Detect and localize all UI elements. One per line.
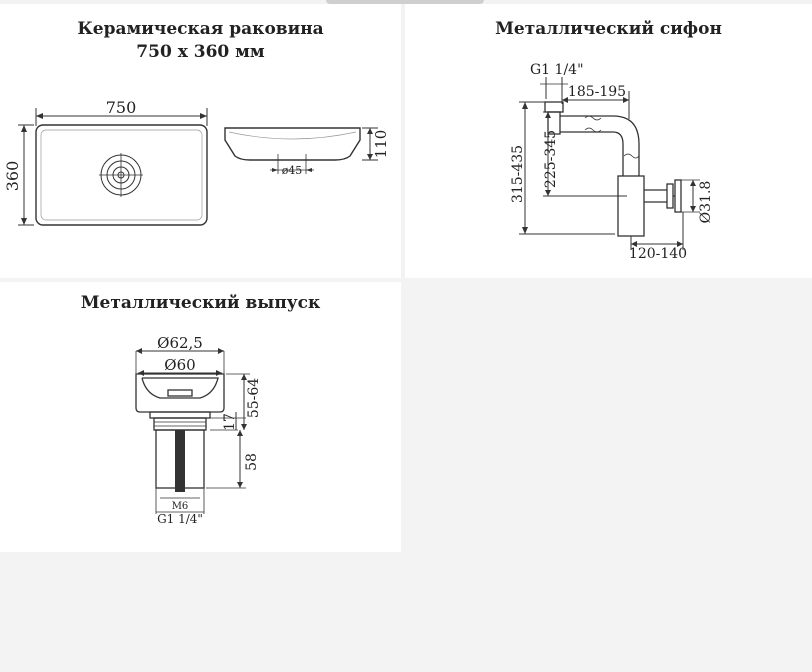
siphon-inner-height-label: 225-345 (543, 130, 559, 188)
siphon-drawing: G1 1/4" 185-195 315-435 225-345 (510, 62, 714, 262)
drain-panel: Металлический выпуск Ø62,5 Ø60 (0, 282, 401, 552)
drain-total-label: 55-64 (246, 378, 262, 418)
drain-thread-label: G1 1/4" (157, 512, 203, 526)
sink-drain-hole (99, 153, 143, 197)
drain-outer-label: Ø62,5 (157, 334, 203, 352)
drain-body-label: 58 (244, 453, 260, 471)
siphon-offset-label: 120-140 (629, 246, 687, 262)
siphon-thread-label: G1 1/4" (530, 62, 584, 78)
sink-top-view (35, 124, 208, 226)
siphon-pipe (544, 101, 682, 237)
sink-height-label: 360 (3, 161, 22, 192)
sink-panel: Керамическая раковина 750 x 360 мм 750 3… (0, 4, 401, 278)
siphon-outlet-label: Ø31.8 (698, 181, 714, 224)
sink-title: Керамическая раковина (77, 19, 324, 39)
sink-side-view (224, 127, 361, 161)
siphon-reach-label: 185-195 (568, 84, 626, 100)
drain-collar-label: 17 (222, 413, 238, 431)
sink-drain-label: ø45 (282, 164, 303, 177)
drain-screw-label: M6 (172, 501, 189, 512)
drain-title: Металлический выпуск (80, 293, 321, 313)
sink-depth-label: 110 (372, 130, 390, 159)
drain-screw (175, 430, 185, 492)
siphon-total-height-label: 315-435 (510, 145, 526, 203)
top-scroll-tab (326, 0, 484, 4)
sink-size-title: 750 x 360 мм (136, 42, 265, 62)
sink-width-label: 750 (106, 98, 137, 117)
siphon-title: Металлический сифон (495, 19, 722, 39)
drain-drawing: Ø62,5 Ø60 55-64 1 (135, 334, 262, 526)
siphon-panel: Металлический сифон G1 1/4" 185-195 315-… (405, 4, 812, 278)
drain-inner-label: Ø60 (164, 356, 195, 374)
sink-drawing: 750 360 ø45 110 (3, 98, 390, 226)
